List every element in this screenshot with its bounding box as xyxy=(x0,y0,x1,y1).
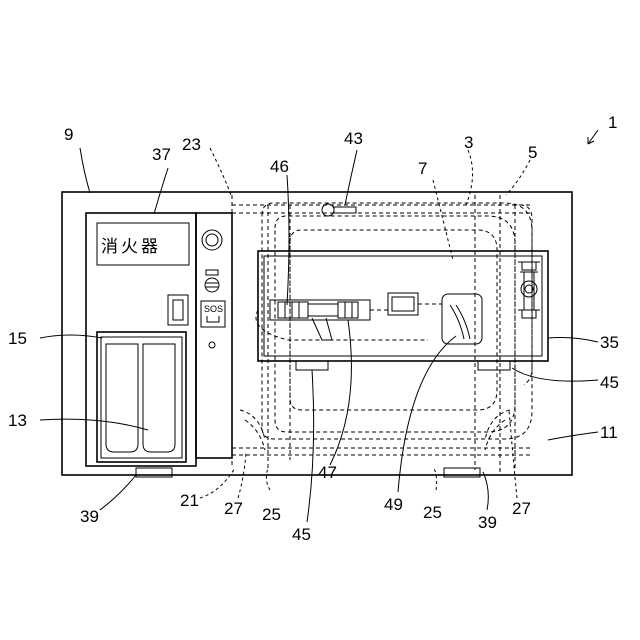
label-27a: 27 xyxy=(224,499,243,518)
label-25a: 25 xyxy=(262,505,281,524)
label-13: 13 xyxy=(8,411,27,430)
label-5: 5 xyxy=(528,143,537,162)
alarm-bell-icon xyxy=(202,230,222,250)
box-foot-right xyxy=(478,361,510,370)
frame-right-pipe xyxy=(520,205,532,385)
label-3: 3 xyxy=(464,133,473,152)
extinguisher-right xyxy=(143,344,175,452)
alarm-bell-inner xyxy=(206,234,218,246)
sos-label: SOS xyxy=(204,304,223,314)
top-fitting-arm xyxy=(334,207,356,213)
label-27b: 27 xyxy=(512,499,531,518)
nozzle-barrel xyxy=(308,302,358,318)
label-45b: 45 xyxy=(600,373,619,392)
label-39a: 39 xyxy=(80,507,99,526)
cabinet-handle-inner xyxy=(173,300,183,320)
hose-box-inner xyxy=(264,256,542,356)
label-35: 35 xyxy=(600,333,619,352)
nozzle-grip xyxy=(312,318,332,340)
label-46: 46 xyxy=(270,157,289,176)
alarm-dial-icon xyxy=(205,278,219,292)
extinguisher-left xyxy=(106,344,138,452)
frame-outer xyxy=(232,195,515,475)
label-7: 7 xyxy=(418,159,427,178)
cabinet-door xyxy=(97,332,186,462)
label-15: 15 xyxy=(8,329,27,348)
hose-box xyxy=(258,251,548,361)
label-25b: 25 xyxy=(423,503,442,522)
top-fitting xyxy=(322,204,334,216)
coupling-block-inner xyxy=(392,297,414,311)
valve-lever xyxy=(450,305,470,339)
standpipe-gauge xyxy=(521,281,537,297)
frame-loop-outer xyxy=(262,203,532,439)
valve-housing xyxy=(442,294,482,344)
frame-loop-mid xyxy=(275,216,515,432)
sos-phone-icon xyxy=(207,316,219,322)
alarm-indicator xyxy=(209,342,215,348)
cabinet-door-inner xyxy=(101,337,182,458)
extinguisher-sign-text: 消火器 xyxy=(101,237,161,257)
label-23: 23 xyxy=(182,135,201,154)
box-foot-left xyxy=(296,361,328,370)
frame-corner-left xyxy=(240,410,265,450)
label-49: 49 xyxy=(384,495,403,514)
label-1: 1 xyxy=(608,113,617,132)
nozzle-body xyxy=(278,302,308,318)
frame-top-bar xyxy=(232,205,532,213)
alarm-lamp xyxy=(206,270,218,275)
label-37: 37 xyxy=(152,145,171,164)
label-11: 11 xyxy=(600,423,618,442)
label-47: 47 xyxy=(318,463,337,482)
label-39b: 39 xyxy=(478,513,497,532)
frame-bottom-bar xyxy=(232,448,532,455)
frame-corner-right xyxy=(485,410,510,450)
label-9: 9 xyxy=(64,125,73,144)
label-43: 43 xyxy=(344,129,363,148)
label-45a: 45 xyxy=(292,525,311,544)
label-21: 21 xyxy=(180,491,199,510)
